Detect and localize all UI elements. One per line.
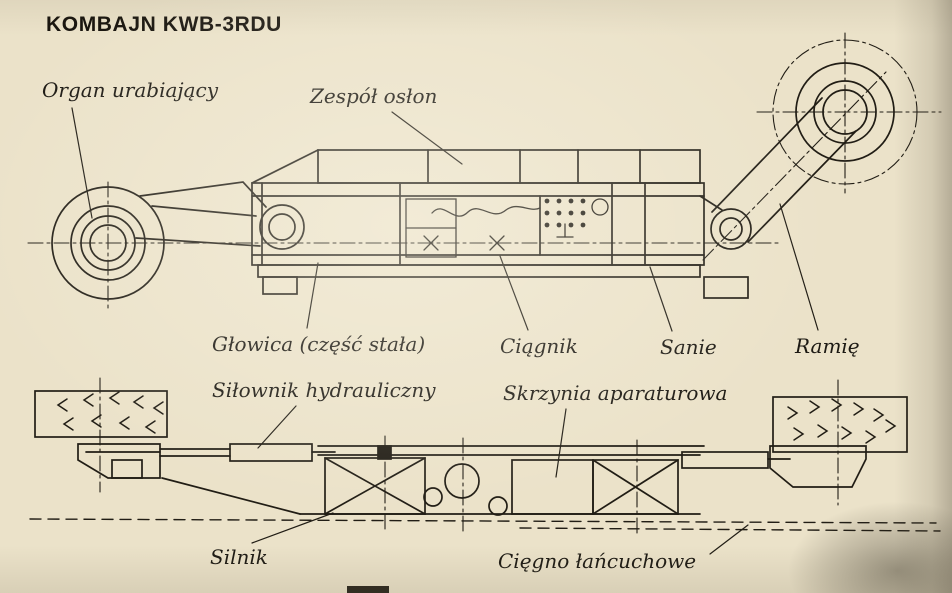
leader-lines [71,107,819,555]
side-view [34,390,908,516]
label-organ-urabiajacy: Organ urabiający [42,78,219,102]
label-silnik: Silnik [210,545,268,569]
diagram-title: KOMBAJN KWB-3RDU [46,13,282,36]
chain-line [29,518,941,532]
scan-artifact-mark [347,586,389,593]
plan-details [405,198,609,258]
label-ciegno-lancuchowe: Cięgno łańcuchowe [498,549,697,573]
label-glowica-czesc-stala: Głowica (część stała) [212,332,426,356]
label-ramie: Ramię [795,334,860,358]
centerlines [27,32,942,535]
label-silownik-hydrauliczny: Siłownik hydrauliczny [212,378,436,402]
label-ciagnik: Ciągnik [500,334,578,358]
label-sanie: Sanie [660,335,717,359]
label-skrzynia-aparaturowa: Skrzynia aparaturowa [503,381,728,405]
plan-view [51,62,895,300]
label-zespol-oslon: Zespół osłon [310,84,438,108]
hatch-chevrons [56,391,897,444]
rivet-dots [544,198,586,228]
